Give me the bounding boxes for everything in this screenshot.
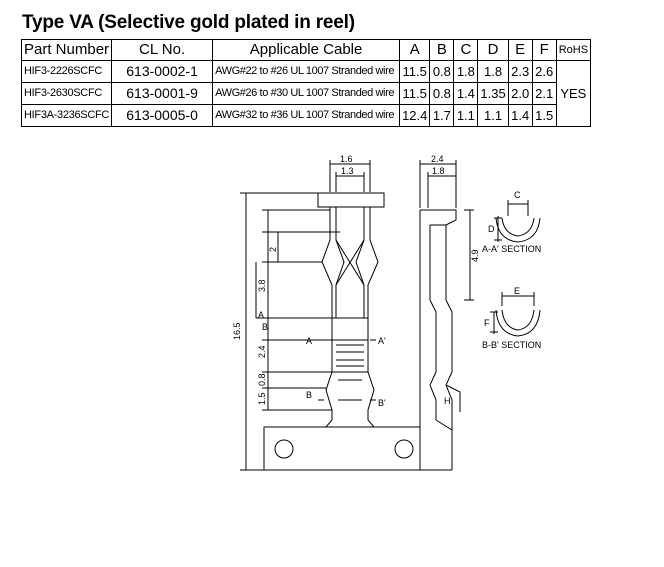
dim-label-1-8: 1.8 bbox=[432, 166, 445, 176]
cell-b: 1.7 bbox=[429, 104, 455, 127]
cell-f: 1.5 bbox=[531, 104, 557, 127]
top-dimensions bbox=[329, 160, 371, 192]
cell-f: 2.6 bbox=[531, 60, 557, 83]
cell-rohs: YES bbox=[555, 60, 592, 127]
dim-label-f: F bbox=[484, 318, 490, 328]
cell-f: 2.1 bbox=[531, 82, 557, 105]
header-b: B bbox=[429, 39, 455, 61]
cell-cl-no: 613-0005-0 bbox=[111, 104, 214, 127]
header-d: D bbox=[477, 39, 509, 61]
cell-b: 0.8 bbox=[429, 60, 455, 83]
dim-label-16-5: 16.5 bbox=[232, 322, 242, 340]
dim-label-2: 2 bbox=[268, 247, 278, 252]
cell-a: 11.5 bbox=[399, 82, 431, 105]
cell-d: 1.35 bbox=[477, 82, 509, 105]
header-cl-no: CL No. bbox=[111, 39, 214, 61]
cell-a: 11.5 bbox=[399, 60, 431, 83]
left-dimensions bbox=[240, 192, 340, 471]
cell-d: 1.1 bbox=[477, 104, 509, 127]
cell-c: 1.8 bbox=[453, 60, 479, 83]
cell-c: 1.1 bbox=[453, 104, 479, 127]
dim-label-0-8: 0.8 bbox=[257, 373, 267, 386]
dim-label-a: A bbox=[258, 310, 264, 320]
table-row: HIF3-2630SCFC 613-0001-9 AWG#26 to #30 U… bbox=[20, 82, 591, 105]
dim-label-c: C bbox=[514, 190, 521, 200]
cell-c: 1.4 bbox=[453, 82, 479, 105]
dim-label-1-3: 1.3 bbox=[341, 166, 354, 176]
header-applicable-cable: Applicable Cable bbox=[212, 39, 401, 61]
cell-e: 2.3 bbox=[507, 60, 533, 83]
dim-label-2-4b: 2.4 bbox=[257, 345, 267, 358]
dim-label-2-4: 2.4 bbox=[431, 154, 444, 164]
table-row: HIF3-2226SCFC 613-0002-1 AWG#22 to #26 U… bbox=[20, 60, 592, 127]
cell-cable: AWG#26 to #30 UL 1007 Stranded wire bbox=[212, 82, 401, 105]
page-title: Type VA (Selective gold plated in reel) bbox=[22, 12, 355, 33]
header-e: E bbox=[507, 39, 533, 61]
dim-label-b: B bbox=[262, 322, 268, 332]
cell-e: 1.4 bbox=[507, 104, 533, 127]
spec-table: Part Number CL No. Applicable Cable A B … bbox=[20, 39, 592, 127]
section-aa-drawing bbox=[494, 200, 541, 243]
cell-cable: AWG#22 to #26 UL 1007 Stranded wire bbox=[212, 60, 401, 83]
cell-b: 0.8 bbox=[429, 82, 455, 105]
table-row: HIF3A-3236SCFC 613-0005-0 AWG#32 to #36 … bbox=[20, 104, 591, 127]
cell-part-number: HIF3A-3236SCFC bbox=[20, 104, 113, 127]
section-a-left-label: A bbox=[306, 336, 312, 346]
dim-label-d: D bbox=[488, 224, 495, 234]
table-header-row: Part Number CL No. Applicable Cable A B … bbox=[20, 39, 592, 61]
section-bb-label: B-B' SECTION bbox=[482, 340, 541, 350]
cell-cl-no: 613-0001-9 bbox=[111, 82, 214, 105]
section-bb-drawing bbox=[490, 292, 541, 337]
section-a-right-label: A' bbox=[378, 336, 386, 346]
header-f: F bbox=[531, 39, 557, 61]
dim-label-3-8: 3.8 bbox=[257, 279, 267, 292]
section-b-left-label: B bbox=[306, 390, 312, 400]
cell-a: 12.4 bbox=[399, 104, 431, 127]
dim-label-h: H bbox=[444, 396, 451, 406]
front-view bbox=[263, 192, 421, 471]
cell-cable: AWG#32 to #36 UL 1007 Stranded wire bbox=[212, 104, 401, 127]
dim-label-1-6: 1.6 bbox=[340, 154, 353, 164]
cell-part-number: HIF3-2630SCFC bbox=[20, 82, 113, 105]
terminal-drawing: 1.6 1.3 2.4 1.8 16.5 3.8 2 2.4 0.8 1.5 4… bbox=[232, 154, 541, 471]
cell-part-number: HIF3-2226SCFC bbox=[20, 60, 113, 83]
header-a: A bbox=[399, 39, 431, 61]
dim-label-4-9: 4.9 bbox=[470, 249, 480, 262]
side-view bbox=[419, 160, 474, 471]
section-b-right-label: B' bbox=[378, 398, 386, 408]
header-c: C bbox=[453, 39, 479, 61]
dim-label-e: E bbox=[514, 286, 520, 296]
header-rohs: RoHS bbox=[555, 39, 592, 61]
header-part-number: Part Number bbox=[20, 39, 113, 61]
dim-label-1-5: 1.5 bbox=[257, 392, 267, 405]
section-aa-label: A-A' SECTION bbox=[482, 244, 541, 254]
cell-d: 1.8 bbox=[477, 60, 509, 83]
cell-cl-no: 613-0002-1 bbox=[111, 60, 214, 83]
cell-e: 2.0 bbox=[507, 82, 533, 105]
